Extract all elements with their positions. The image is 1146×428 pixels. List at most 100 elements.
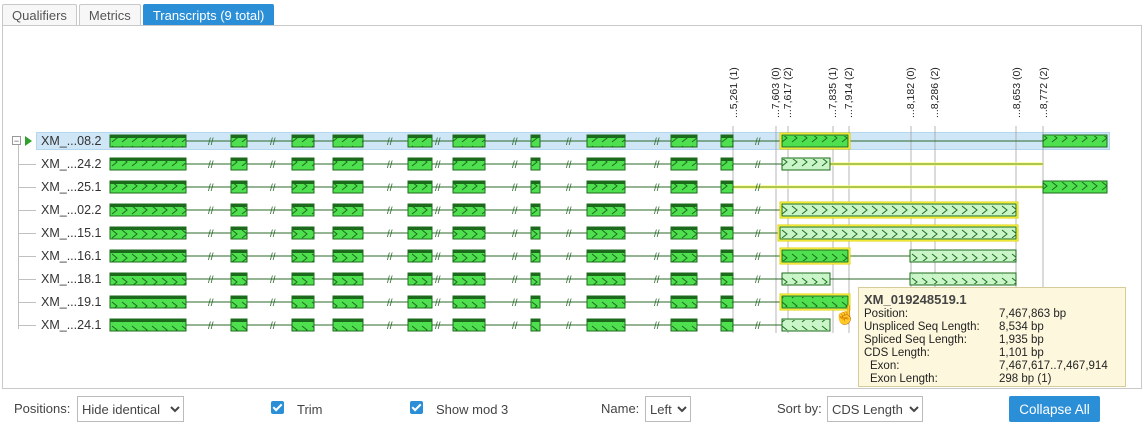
tooltip-value: 298 bp (1) bbox=[999, 373, 1052, 385]
hand-cursor-icon: ☝ bbox=[834, 305, 857, 325]
transcript-name[interactable]: XM_...02.2 bbox=[41, 203, 102, 217]
sortby-select[interactable]: CDS Length bbox=[827, 396, 923, 422]
exon-cds-bar bbox=[721, 250, 733, 253]
exon-chevrons bbox=[231, 161, 247, 170]
transcript-name[interactable]: XM_...24.2 bbox=[41, 157, 102, 171]
tree-branch bbox=[18, 210, 36, 211]
exon-chevrons bbox=[333, 161, 363, 170]
exon-chevrons bbox=[671, 322, 697, 331]
intron-break-mark: // bbox=[512, 252, 518, 263]
intron-break-mark: // bbox=[654, 137, 660, 148]
exon-cds-bar bbox=[531, 135, 540, 138]
name-select[interactable]: Left bbox=[645, 396, 691, 422]
exon-cds-bar bbox=[292, 319, 314, 322]
exon-cds-bar bbox=[721, 158, 733, 161]
intron-break-mark: // bbox=[435, 252, 441, 263]
exon-chevrons bbox=[671, 207, 697, 216]
intron-break-mark: // bbox=[755, 229, 761, 240]
exon-cds-bar bbox=[453, 319, 485, 322]
intron-break-mark: // bbox=[566, 160, 572, 171]
transcript-name[interactable]: XM_...16.1 bbox=[41, 249, 102, 263]
exon-cds-bar bbox=[531, 227, 540, 230]
intron-break-mark: // bbox=[512, 229, 518, 240]
transcript-name[interactable]: XM_...18.1 bbox=[41, 272, 102, 286]
exon-chevrons bbox=[782, 159, 830, 169]
transcript-name[interactable]: XM_...08.2 bbox=[41, 134, 102, 148]
exon-chevrons bbox=[721, 253, 733, 262]
exon-chevrons bbox=[531, 253, 540, 262]
exon-chevrons bbox=[587, 299, 625, 308]
transcript-name[interactable]: XM_...25.1 bbox=[41, 180, 102, 194]
transcript-name[interactable]: XM_...24.1 bbox=[41, 318, 102, 332]
exon-cds-bar bbox=[671, 319, 697, 322]
intron-break-mark: // bbox=[654, 206, 660, 217]
trim-checkbox[interactable] bbox=[271, 399, 284, 425]
tooltip-value: 8,534 bp bbox=[999, 321, 1044, 333]
exon-cds-bar bbox=[531, 204, 540, 207]
collapse-all-button[interactable]: Collapse All bbox=[1009, 396, 1100, 422]
exon-chevrons bbox=[333, 184, 363, 193]
tab-metrics[interactable]: Metrics bbox=[78, 4, 141, 25]
intron-break-mark: // bbox=[566, 183, 572, 194]
exon-cds-bar bbox=[110, 319, 186, 322]
intron-break-mark: // bbox=[435, 229, 441, 240]
exon-cds-bar bbox=[231, 250, 247, 253]
exon-chevrons bbox=[531, 138, 540, 147]
exon-cds-bar bbox=[531, 296, 540, 299]
tooltip-label: Position: bbox=[864, 308, 909, 320]
exon-cds-bar bbox=[408, 273, 432, 276]
transcript-name[interactable]: XM_...19.1 bbox=[41, 295, 102, 309]
intron-break-mark: // bbox=[654, 183, 660, 194]
exon-chevrons bbox=[780, 228, 1016, 238]
exon-chevrons bbox=[721, 161, 733, 170]
intron-break-mark: // bbox=[566, 321, 572, 332]
exon-cds-bar bbox=[453, 158, 485, 161]
intron-break-mark: // bbox=[512, 206, 518, 217]
intron-break-mark: // bbox=[755, 298, 761, 309]
exon-cds-bar bbox=[231, 135, 247, 138]
tab-qualifiers[interactable]: Qualifiers bbox=[2, 4, 77, 25]
collapse-icon[interactable]: − bbox=[12, 136, 21, 146]
tooltip-value: 1,101 bp bbox=[999, 347, 1044, 359]
exon-chevrons bbox=[531, 276, 540, 285]
exon-chevrons bbox=[721, 322, 733, 331]
tree-branch bbox=[18, 302, 36, 303]
tree-branch bbox=[18, 256, 36, 257]
exon-chevrons bbox=[110, 161, 186, 170]
intron-break-mark: // bbox=[654, 252, 660, 263]
show-mod3-checkbox[interactable] bbox=[410, 399, 423, 425]
exon-cds-bar bbox=[231, 273, 247, 276]
intron-break-mark: // bbox=[208, 183, 214, 194]
trim-label: Trim bbox=[297, 402, 323, 417]
exon-chevrons bbox=[721, 184, 733, 193]
intron-break-mark: // bbox=[270, 321, 276, 332]
exon-chevrons bbox=[453, 253, 485, 262]
exon-cds-bar bbox=[721, 181, 733, 184]
exon-cds-bar bbox=[587, 204, 625, 207]
exon-chevrons bbox=[910, 251, 1016, 261]
exon-chevrons bbox=[453, 276, 485, 285]
sortby-label: Sort by: bbox=[777, 401, 822, 416]
intron-break-mark: // bbox=[208, 137, 214, 148]
exon-chevrons bbox=[333, 276, 363, 285]
intron-break-mark: // bbox=[566, 252, 572, 263]
intron-break-mark: // bbox=[435, 275, 441, 286]
intron-break-mark: // bbox=[270, 298, 276, 309]
exon-cds-bar bbox=[721, 319, 733, 322]
intron-break-mark: // bbox=[435, 160, 441, 171]
exon-chevrons bbox=[721, 276, 733, 285]
exon-chevrons bbox=[910, 274, 1016, 284]
exon-cds-bar bbox=[531, 319, 540, 322]
exon-cds-bar bbox=[587, 227, 625, 230]
transcript-name[interactable]: XM_...15.1 bbox=[41, 226, 102, 240]
positions-select[interactable]: Hide identical bbox=[77, 396, 184, 422]
tree-branch bbox=[18, 279, 36, 280]
exon-cds-bar bbox=[408, 158, 432, 161]
tab-transcripts[interactable]: Transcripts (9 total) bbox=[142, 4, 275, 25]
exon-cds-bar bbox=[292, 227, 314, 230]
exon-chevrons bbox=[408, 184, 432, 193]
exon-chevrons bbox=[110, 276, 186, 285]
exon-cds-bar bbox=[671, 204, 697, 207]
exon-cds-bar bbox=[531, 273, 540, 276]
